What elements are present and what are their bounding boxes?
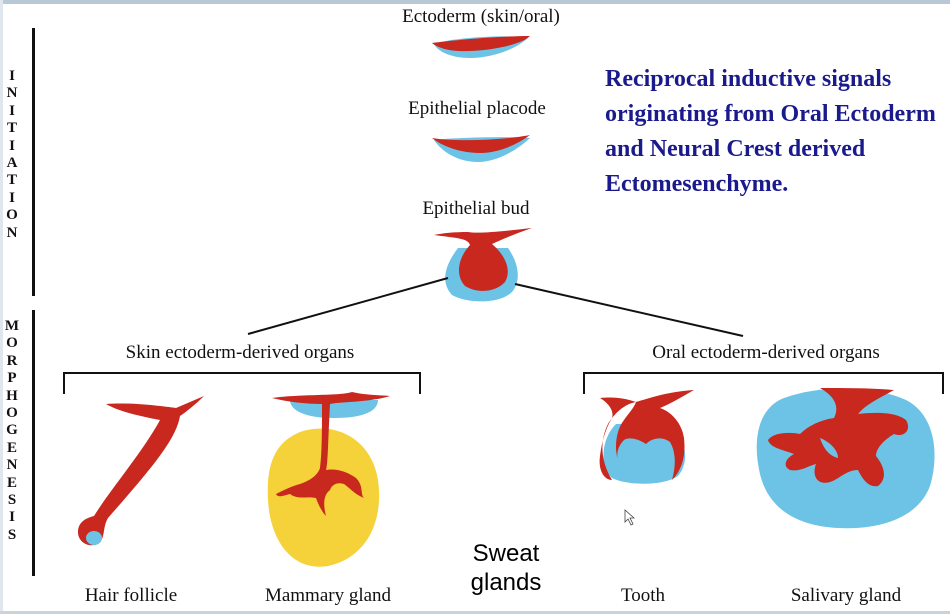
initiation-line [32,28,35,296]
tooth-label: Tooth [620,585,666,606]
bud-label: Epithelial bud [422,198,530,219]
vertical-letter: G [6,422,18,439]
sweat-line-2: glands [470,569,542,596]
mouse-cursor-icon [624,509,636,526]
vertical-letter: I [9,509,15,526]
branch-line-skin [247,277,449,335]
branch-line-oral [514,283,744,337]
morphogenesis-line [32,310,35,576]
vertical-letter: N [6,85,18,102]
vertical-letter: I [9,137,15,154]
salivary-gland-label: Salivary gland [790,585,902,606]
mammary-gland-shape [267,392,390,567]
vertical-letter: M [4,318,20,334]
salivary-gland-shape [756,388,935,529]
placode-shape [432,135,530,162]
vertical-letter: O [6,335,18,352]
vertical-letter: O [6,405,18,422]
vertical-letter: I [9,68,15,84]
sweat-glands-label: Sweat glands [471,539,542,597]
sweat-line-1: Sweat [472,540,540,567]
vertical-letter: T [6,172,17,189]
vertical-letter: H [6,387,18,404]
skin-bracket [63,372,421,394]
vertical-letter: E [6,439,17,456]
vertical-letter: E [6,474,17,491]
top-border [0,0,950,4]
vertical-letter: N [6,224,18,241]
ectoderm-label: Ectoderm (skin/oral) [402,6,560,27]
vertical-letter: A [6,155,18,172]
placode-label: Epithelial placode [408,98,546,119]
skin-organs-label: Skin ectoderm-derived organs [125,342,355,363]
tooth-shape [599,390,694,484]
bottom-border [0,611,950,614]
vertical-letter: S [7,526,17,543]
oral-bracket [583,372,944,394]
vertical-letter: T [6,120,17,137]
vertical-letter: N [6,457,18,474]
inductive-signals-note: Reciprocal inductive signals originating… [605,66,936,197]
vertical-letter: I [9,102,15,119]
mammary-gland-label: Mammary gland [264,585,392,606]
hair-follicle-label: Hair follicle [84,585,178,606]
vertical-letter: P [7,370,17,387]
ectoderm-sheet-shape [432,36,530,58]
bud-shape [434,228,532,302]
vertical-letter: I [9,189,15,206]
hair-follicle-shape [78,396,204,546]
oral-organs-label: Oral ectoderm-derived organs [652,342,880,363]
vertical-letter: S [7,492,17,509]
vertical-letter: O [6,207,18,224]
vertical-letter: R [6,352,18,369]
left-border [0,0,3,614]
